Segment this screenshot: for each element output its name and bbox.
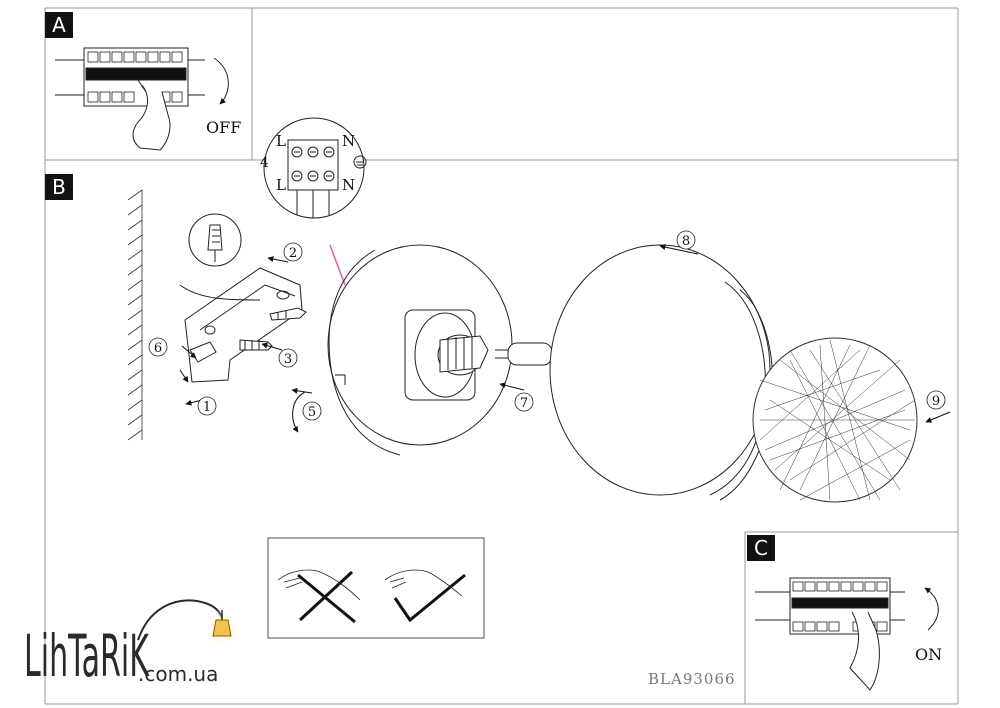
step-2-label: 2 [289, 246, 297, 261]
panel-letter-b: B [52, 175, 66, 199]
step-8-label: 8 [682, 234, 690, 249]
power-cable [329, 244, 346, 286]
model-code: BLA93066 [648, 670, 736, 688]
wiring-label-bottom-right: N [342, 176, 355, 194]
breaker-panel-off [55, 47, 229, 151]
correct-icon [393, 573, 466, 623]
page-frame [44, 7, 959, 705]
bulb-handling-hint [267, 537, 485, 639]
step-6-label: 6 [154, 341, 162, 356]
logo-lamp-icon [212, 619, 232, 637]
wall-plug-detail [188, 213, 242, 267]
panel-letter-c: C [754, 536, 768, 560]
canopy-base [327, 244, 513, 456]
logo-main-text: LihTaRiK [24, 622, 150, 690]
wiring-label-top-left: L [276, 132, 286, 150]
panel-label-a: A [45, 12, 73, 38]
wiring-terminal-detail [263, 117, 367, 219]
step-9-label: 9 [932, 394, 940, 409]
step-7-label: 7 [520, 396, 528, 411]
panel-label-b: B [45, 174, 73, 200]
step-5-label: 5 [308, 405, 316, 420]
wiring-label-top-right: N [342, 132, 355, 150]
step-number-circles [148, 230, 946, 421]
step-arrows [179, 244, 951, 433]
logo-domain-text: .com.ua [138, 662, 218, 686]
lihtarik-logo: LihTaRiK .com.ua [24, 599, 244, 690]
panel-label-c: C [747, 535, 775, 561]
glass-shade [549, 244, 773, 501]
wall-hatching [127, 189, 143, 441]
wire-mesh-ball [752, 337, 918, 503]
wiring-step-number: 4 [260, 155, 269, 171]
breaker-panel-on [755, 577, 939, 691]
wrong-icon [297, 570, 356, 624]
panel-letter-a: A [52, 13, 66, 37]
step-1-label: 1 [203, 400, 211, 415]
step-3-label: 3 [284, 352, 292, 367]
wiring-label-bottom-left: L [276, 176, 286, 194]
on-label: ON [915, 645, 942, 664]
off-label: OFF [206, 118, 241, 137]
